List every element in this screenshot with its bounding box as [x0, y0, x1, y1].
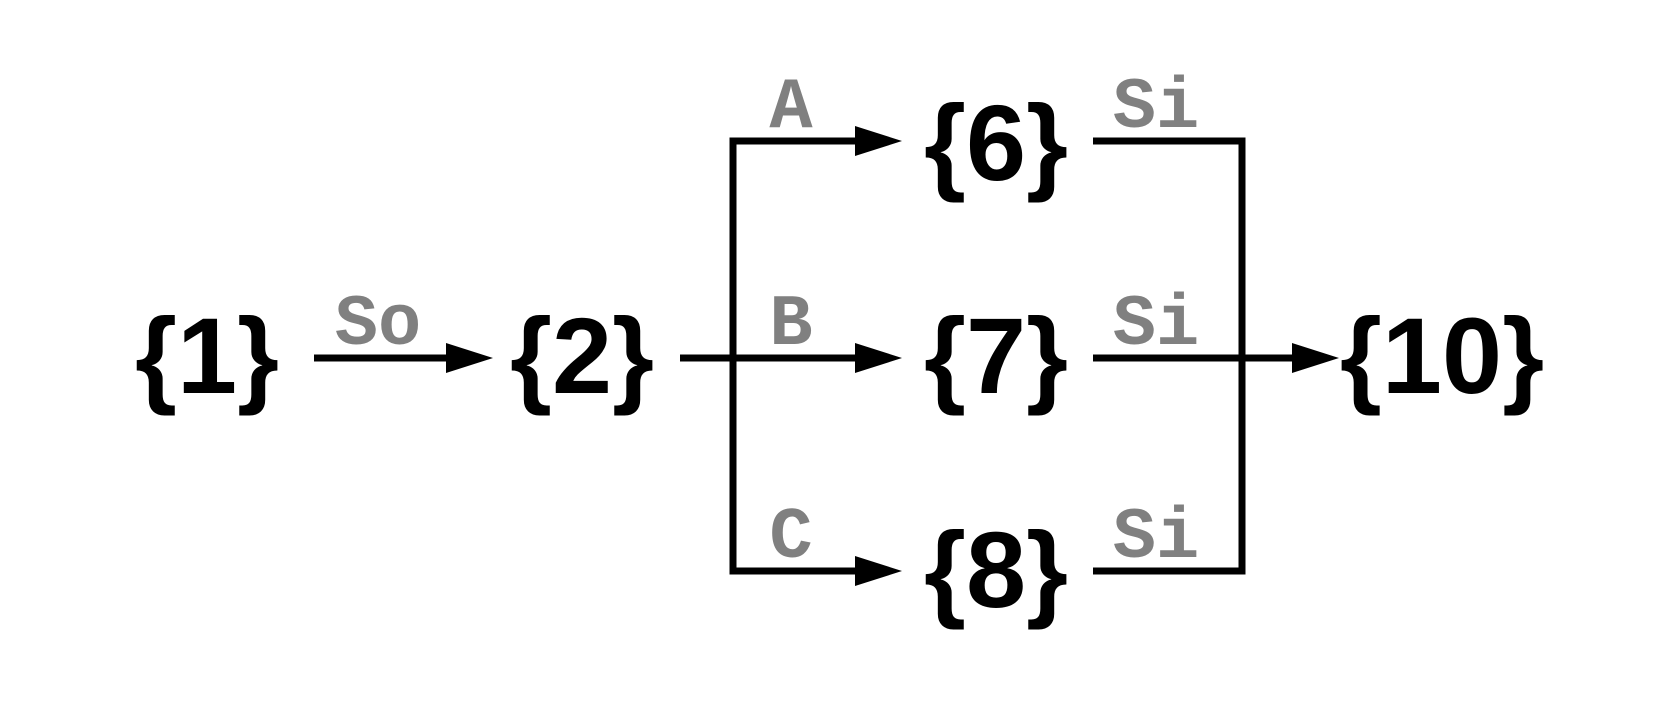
edge-label-c: C	[769, 497, 812, 579]
edge-label-a: A	[769, 67, 813, 149]
edge-label-so: So	[335, 284, 421, 366]
arrowhead-join	[1292, 343, 1339, 373]
edge-label-b: B	[769, 284, 812, 366]
node-7: {7}	[924, 295, 1068, 416]
edge-label-si-bot: Si	[1113, 497, 1199, 579]
arrowhead-a	[855, 126, 902, 156]
arrowhead-b	[855, 343, 902, 373]
node-6: {6}	[924, 82, 1068, 203]
node-8: {8}	[924, 509, 1068, 630]
node-10: {10}	[1340, 295, 1544, 416]
arrowhead-so	[446, 343, 493, 373]
node-1: {1}	[135, 295, 279, 416]
arrowhead-c	[855, 556, 902, 586]
node-2: {2}	[510, 295, 654, 416]
edge-label-si-mid: Si	[1113, 284, 1199, 366]
edge-label-si-top: Si	[1113, 67, 1199, 149]
